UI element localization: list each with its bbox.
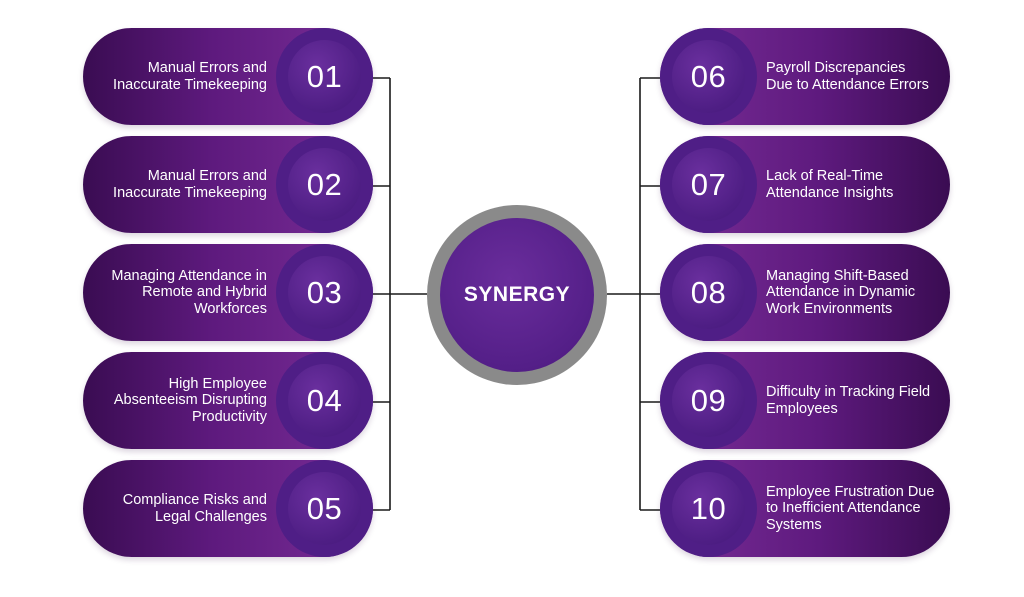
number: 07 (672, 148, 745, 221)
item-07: 07 Lack of Real-Time Attendance Insights (660, 136, 950, 233)
number-badge: 03 (276, 244, 373, 341)
number-badge: 01 (276, 28, 373, 125)
item-label: High Employee Absenteeism Disrupting Pro… (113, 375, 267, 425)
item-06: 06 Payroll Discrepancies Due to Attendan… (660, 28, 950, 125)
item-04: High Employee Absenteeism Disrupting Pro… (83, 352, 373, 449)
item-label: Difficulty in Tracking Field Employees (766, 384, 931, 417)
number: 08 (672, 256, 745, 329)
number-badge: 02 (276, 136, 373, 233)
number-badge: 05 (276, 460, 373, 557)
item-02: Manual Errors and Inaccurate Timekeeping… (83, 136, 373, 233)
number-badge: 06 (660, 28, 757, 125)
center-circle: SYNERGY (427, 205, 607, 385)
number: 05 (288, 472, 361, 545)
item-08: 08 Managing Shift-Based Attendance in Dy… (660, 244, 950, 341)
item-label: Managing Attendance in Remote and Hybrid… (111, 267, 267, 317)
item-label: Employee Frustration Due to Inefficient … (766, 483, 935, 533)
item-05: Compliance Risks and Legal Challenges 05 (83, 460, 373, 557)
number: 06 (672, 40, 745, 113)
number-badge: 04 (276, 352, 373, 449)
item-09: 09 Difficulty in Tracking Field Employee… (660, 352, 950, 449)
number-badge: 08 (660, 244, 757, 341)
item-label: Manual Errors and Inaccurate Timekeeping (113, 168, 267, 201)
item-label: Manual Errors and Inaccurate Timekeeping (113, 60, 267, 93)
item-03: Managing Attendance in Remote and Hybrid… (83, 244, 373, 341)
number: 04 (288, 364, 361, 437)
item-01: Manual Errors and Inaccurate Timekeeping… (83, 28, 373, 125)
number: 10 (672, 472, 745, 545)
item-label: Compliance Risks and Legal Challenges (122, 492, 267, 525)
number: 01 (288, 40, 361, 113)
item-10: 10 Employee Frustration Due to Inefficie… (660, 460, 950, 557)
number-badge: 09 (660, 352, 757, 449)
center-label: SYNERGY (440, 218, 594, 372)
item-label: Managing Shift-Based Attendance in Dynam… (766, 267, 916, 317)
number: 09 (672, 364, 745, 437)
item-label: Payroll Discrepancies Due to Attendance … (766, 60, 929, 93)
number-badge: 10 (660, 460, 757, 557)
number: 03 (288, 256, 361, 329)
number-badge: 07 (660, 136, 757, 233)
item-label: Lack of Real-Time Attendance Insights (766, 168, 894, 201)
number: 02 (288, 148, 361, 221)
